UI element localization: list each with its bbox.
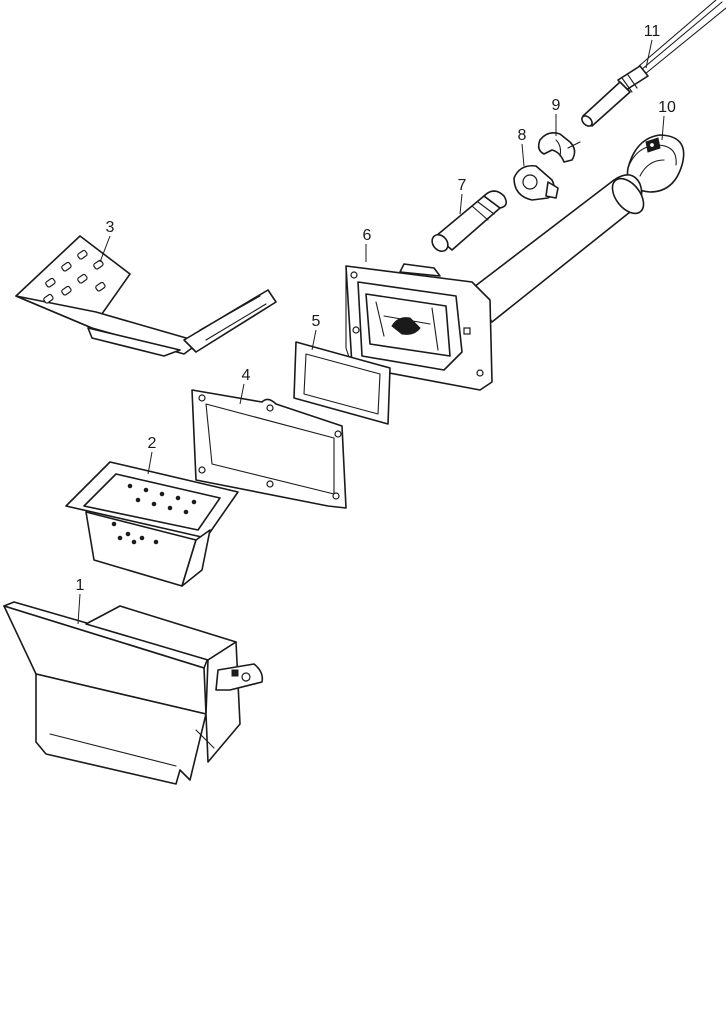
part-4-large-gasket — [191, 389, 347, 509]
part-3-grate-tray — [15, 235, 277, 357]
part-9-retaining-clip — [537, 132, 581, 163]
callout-10: 10 — [658, 99, 676, 116]
part-11-heating-rod — [581, 0, 726, 127]
callout-2: 2 — [148, 435, 157, 452]
callout-8: 8 — [518, 127, 527, 144]
callout-11: 11 — [644, 23, 661, 40]
part-6-burner-housing — [345, 174, 645, 391]
part-5-small-gasket — [293, 341, 391, 425]
callout-3: 3 — [106, 219, 115, 236]
callout-9: 9 — [552, 97, 561, 114]
callout-7: 7 — [458, 177, 467, 194]
tray-slots — [43, 249, 106, 304]
callout-5: 5 — [312, 313, 321, 330]
part-1-housing — [3, 601, 264, 785]
part-8-nozzle-nut — [513, 164, 559, 201]
callout-1: 1 — [76, 577, 85, 594]
callout-4: 4 — [242, 367, 251, 384]
callout-leaders — [77, 39, 665, 625]
part-7-nozzle — [431, 190, 508, 253]
pot-air-holes — [111, 483, 197, 545]
callout-6: 6 — [363, 227, 372, 244]
callout-labels: 1 2 3 4 5 6 7 8 9 10 11 — [76, 23, 676, 594]
part-2-burner-pot — [65, 461, 239, 587]
